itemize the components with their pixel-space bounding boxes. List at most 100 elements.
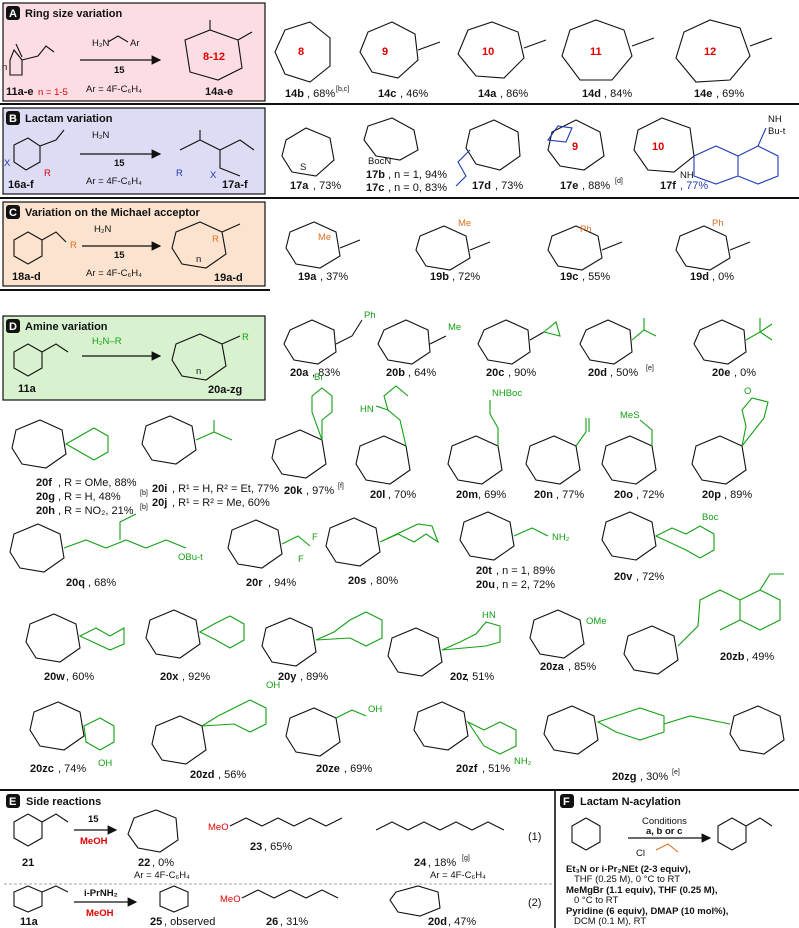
allyl-17d [455, 149, 471, 187]
compound-14e: 12 14e , 69% [675, 19, 773, 100]
label-20za: 20za [540, 661, 565, 673]
cyclopropyl-20c [542, 321, 561, 337]
yield-20c: , 90% [508, 367, 536, 379]
ring-14d [561, 19, 655, 81]
yield-20w: , 60% [66, 671, 94, 683]
ring-17a [281, 127, 335, 177]
section-a-badge-text: A [9, 8, 17, 20]
compound-20x: 20x , 92% [145, 609, 245, 683]
pyrrolidinone-20p [741, 397, 769, 447]
compound-20l: HN 20l , 70% [355, 385, 416, 501]
ring-20r [227, 519, 283, 569]
sm-16-structure [13, 129, 65, 171]
product-20-structure [171, 333, 241, 381]
yield-20p: , 89% [724, 489, 752, 501]
label-19d: 19d [690, 271, 709, 283]
yield-19d: , 0% [712, 271, 734, 283]
sub-20v: Boc [702, 512, 719, 523]
rings-20zg [543, 705, 785, 755]
yield-20ze: , 69% [344, 763, 372, 775]
compound-20n: 20n , 77% [525, 418, 590, 501]
label-17e: 17e [560, 180, 578, 192]
note-17e: [d] [615, 178, 623, 185]
ring-20s [325, 517, 381, 567]
sub-20o: MeS [620, 410, 640, 421]
ring-17e [547, 119, 605, 171]
yield-20u: , n = 2, 72% [496, 579, 555, 591]
label-19b: 19b [430, 271, 449, 283]
reagent-chain [107, 35, 129, 43]
note-24: [g] [462, 855, 470, 862]
yield-14c: , 46% [400, 88, 428, 100]
yield-20t: , n = 1, 89% [496, 565, 555, 577]
label-17a: 17a [290, 180, 309, 192]
compound-20r: F F 20r , 94% [227, 519, 318, 589]
sub-19c: Ph [580, 224, 592, 235]
yield-17d: , 73% [495, 180, 523, 192]
label-20s: 20s [348, 575, 366, 587]
yield-20h: , R = NO₂, 21% [58, 505, 134, 517]
section-b-title: Lactam variation [25, 113, 113, 125]
cond-c: Pyridine (6 equiv), DMAP (10 mol%), [566, 906, 728, 917]
compound-14c: 9 14c , 46% [359, 21, 441, 100]
section-a-badge [6, 6, 20, 20]
ring-14c [359, 21, 441, 79]
section-e-badge [6, 794, 20, 808]
section-c: C Variation on the Michael acceptor R 18… [2, 201, 751, 287]
compound-20zd: OH 20zd , 56% [151, 680, 280, 781]
sub-20p: O [744, 386, 751, 397]
cond-b: MeMgBr (1.1 equiv), THF (0.25 M), [566, 885, 718, 896]
compound-20w: 20w , 60% [25, 613, 125, 683]
sub-20k: Br [314, 372, 324, 383]
chain-20r [281, 535, 311, 547]
equation-2: (2) [528, 897, 541, 909]
yield-20q: , 68% [88, 577, 116, 589]
furan-20w [78, 627, 125, 651]
label-14d: 14d [582, 88, 601, 100]
section-b-badge [6, 111, 20, 125]
label-20zb: 20zb [720, 651, 745, 663]
ring-14e [675, 19, 773, 83]
sm-21-structure [13, 813, 69, 847]
label-25: 25 [150, 916, 162, 928]
sm-n-range: n = 1-5 [38, 87, 68, 98]
label-20zc: 20zc [30, 763, 54, 775]
abietane-20zb [677, 573, 784, 647]
ring-label-14b: 8 [298, 46, 304, 58]
product-17-structure [179, 130, 255, 177]
label-20i: 20i [152, 483, 167, 495]
ring-19a [285, 221, 361, 269]
yield-22: , 0% [152, 857, 174, 869]
section-d-box [2, 315, 266, 401]
tbu-17f: Bu-t [768, 126, 786, 137]
sub-19a: Me [318, 232, 331, 243]
solvent-e1: MeOH [80, 836, 108, 847]
product-20-r: R [242, 332, 249, 343]
section-b-badge-text: B [9, 113, 17, 125]
sm-11a-e2-label: 11a [20, 916, 39, 928]
ring-label-14d: 11 [590, 46, 602, 58]
yield-14b: , 68% [307, 88, 335, 100]
yield-19c: , 55% [582, 271, 610, 283]
ar-definition-b: Ar = 4F-C₆H₄ [86, 176, 142, 187]
reagent-number: 15 [114, 65, 125, 76]
section-e: E Side reactions 21 15 MeOH 22 , 0% Ar =… [4, 794, 552, 928]
note-20g: [b] [140, 490, 148, 497]
ar-def-22: Ar = 4F-C₆H₄ [134, 870, 190, 881]
label-20v: 20v [614, 571, 633, 583]
cond-a: Et₃N or i-Pr₂NEt (2-3 equiv), [566, 864, 691, 875]
label-20u: 20u [476, 579, 495, 591]
compound-19d: Ph 19d , 0% [675, 218, 751, 283]
section-b: B Lactam variation X R 16a-f H₂N 15 Ar =… [2, 107, 786, 195]
label-20f: 20f [36, 477, 52, 489]
ring-20y [261, 617, 317, 667]
yield-20n: , 77% [556, 489, 584, 501]
meo-26: MeO [220, 894, 241, 905]
yield-20a: , 83% [312, 367, 340, 379]
product-25-structure [159, 885, 189, 913]
atom-17a: S [300, 162, 306, 173]
label-20zg: 20zg [612, 771, 636, 783]
sm-18-label: 18a-d [12, 271, 41, 283]
cond-b2: 0 °C to RT [574, 895, 618, 906]
atom-17b: BocN [368, 156, 391, 167]
